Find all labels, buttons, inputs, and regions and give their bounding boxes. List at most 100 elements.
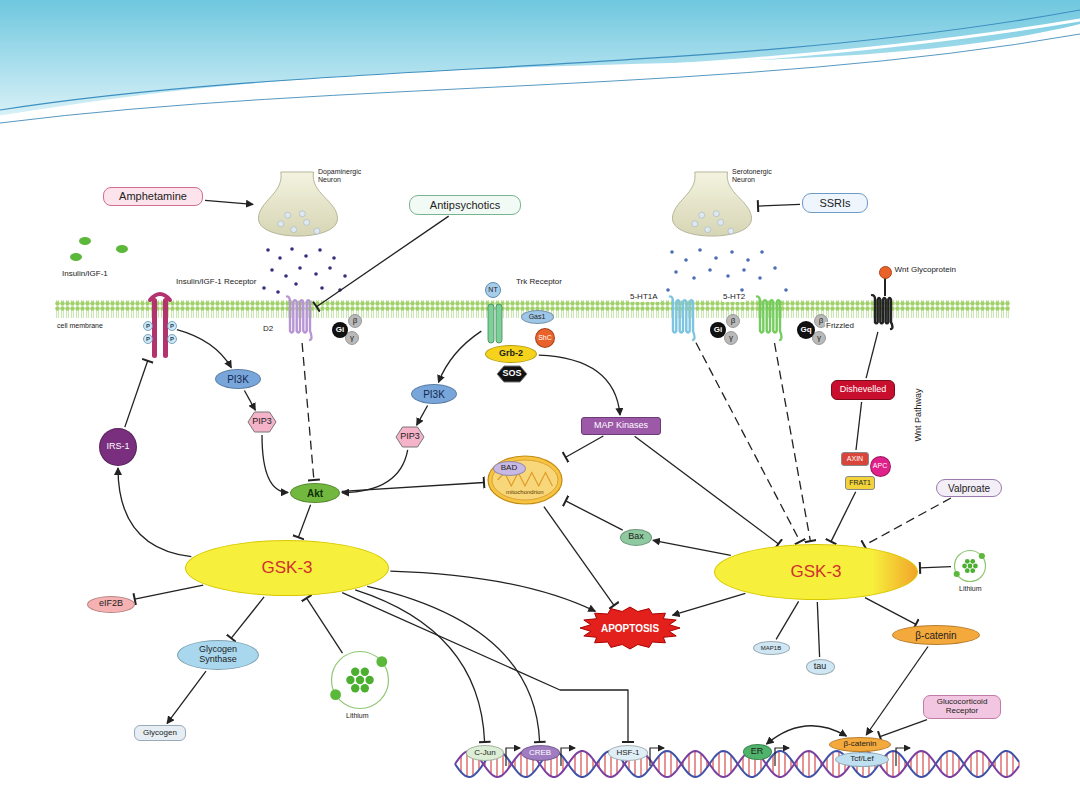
node-label: Tcf/Lef <box>850 755 874 764</box>
serotonin-dots <box>784 288 788 292</box>
activation-arrow <box>673 593 746 615</box>
node-label: PIP3 <box>252 417 272 427</box>
serotonin-dots <box>746 258 750 262</box>
serotonin-dots <box>714 256 718 260</box>
dna-helix <box>1018 762 1019 766</box>
promoter-arrows <box>650 748 664 766</box>
serotonin-dots <box>684 258 688 262</box>
dna-helix <box>502 753 503 774</box>
serotonin-dots <box>726 274 730 278</box>
li-outline <box>376 656 387 667</box>
dna-helix <box>808 751 809 777</box>
inhibition-line <box>307 598 343 653</box>
node-label: Trk Receptor <box>515 278 563 287</box>
dna-helix <box>898 754 899 775</box>
inhibition-line <box>696 343 800 542</box>
activation-arrow <box>262 435 288 493</box>
li-outline <box>968 564 973 569</box>
snake-outline <box>871 294 895 330</box>
node-label: SSRIs <box>819 197 850 209</box>
drug-box: SSRIs <box>802 193 868 213</box>
subunit-label: β <box>819 317 824 325</box>
subunit-label: P <box>170 323 174 329</box>
inhibition-line <box>231 597 264 638</box>
neuron-outline <box>692 221 698 227</box>
li-outline <box>351 667 359 675</box>
factor-ellipse: Tcf/Lef <box>835 752 889 767</box>
ins-outline <box>144 322 153 331</box>
dna-helix <box>586 753 587 775</box>
dna-helix <box>700 754 701 775</box>
neuron-outline <box>299 211 305 217</box>
node-label: Serotonergic Neuron <box>731 168 789 184</box>
dna-helix <box>1000 753 1001 775</box>
serotonin-dots <box>773 266 777 270</box>
protein-ellipse: MAP1B <box>753 641 790 655</box>
dopamine-dots <box>294 282 298 286</box>
annotation-label: Insulin/IGF-1 <box>62 270 108 278</box>
kinase-ellipse: GSK-3 <box>714 544 918 600</box>
dna-helix <box>460 756 461 772</box>
dopamine-dots <box>320 286 324 290</box>
hex-outline <box>248 412 276 432</box>
serotonin-dots <box>758 276 762 280</box>
protein-box: FRAT1 <box>845 476 875 490</box>
subunit-label: β <box>731 317 736 325</box>
neuron-outline <box>713 211 719 217</box>
ins-outline <box>163 298 168 358</box>
ins-outline <box>168 322 177 331</box>
dna-helix <box>1012 754 1013 773</box>
neuron-terminal: Dopaminergic Neuron <box>255 172 341 244</box>
li-outline <box>955 551 986 582</box>
node-label: IRS-1 <box>106 442 129 452</box>
dna-helix <box>922 751 923 777</box>
inhibition-line <box>342 483 484 492</box>
node-label: C-Jun <box>474 749 495 758</box>
node-label: NT <box>488 286 497 294</box>
protein-ellipse: β-catenin <box>892 625 980 645</box>
subunit-label: γ <box>729 334 733 342</box>
g-protein-subunits <box>813 332 826 345</box>
neuron-outline <box>699 212 705 218</box>
dna-helix <box>670 752 671 776</box>
li-outline <box>361 684 369 692</box>
serotonin-dots <box>670 250 674 254</box>
product-box: Glycogen <box>134 725 186 741</box>
serotonin-dots <box>730 250 734 254</box>
promoter-arrows <box>506 748 520 766</box>
snake-outline <box>756 295 784 341</box>
wnt-stalk <box>884 278 886 296</box>
snake-outline <box>872 295 893 329</box>
lithium-symbol: Lithium <box>953 549 987 583</box>
receptor-symbol: 5-HT2 <box>756 295 784 341</box>
dopamine-dots <box>290 247 294 251</box>
ligand-dots <box>70 237 128 261</box>
serotonin-dots <box>666 248 788 292</box>
li-outline <box>351 684 359 692</box>
neuron-outline <box>728 228 734 234</box>
dna-helix <box>802 753 803 774</box>
activation-arrow <box>417 406 428 426</box>
inhibition-line <box>302 343 314 480</box>
inhibition-line <box>831 492 856 542</box>
dna-helix <box>778 751 779 777</box>
kinase-ellipse: Akt <box>290 483 340 503</box>
li-outline <box>970 559 975 564</box>
promoter-arrows <box>896 748 910 766</box>
drug-box: Antipsychotics <box>409 195 521 215</box>
trk-outline <box>488 304 494 343</box>
kinase-ellipse: GSK-3 <box>185 540 389 596</box>
li-outline <box>954 571 960 577</box>
node-label: PI3K <box>423 389 445 400</box>
serotonin-dots <box>666 288 670 292</box>
dna-helix <box>520 753 521 776</box>
g-protein-subunits <box>725 332 738 345</box>
dna-helix <box>646 756 647 772</box>
dna-helix <box>1006 751 1007 777</box>
inhibition-line <box>864 498 951 546</box>
li-outline <box>979 553 985 559</box>
enzyme-ellipse: Glycogen Synthase <box>177 640 259 670</box>
serotonin-dots <box>692 276 696 280</box>
inhibition-line <box>865 598 916 625</box>
node-label: Lithium <box>345 712 370 720</box>
